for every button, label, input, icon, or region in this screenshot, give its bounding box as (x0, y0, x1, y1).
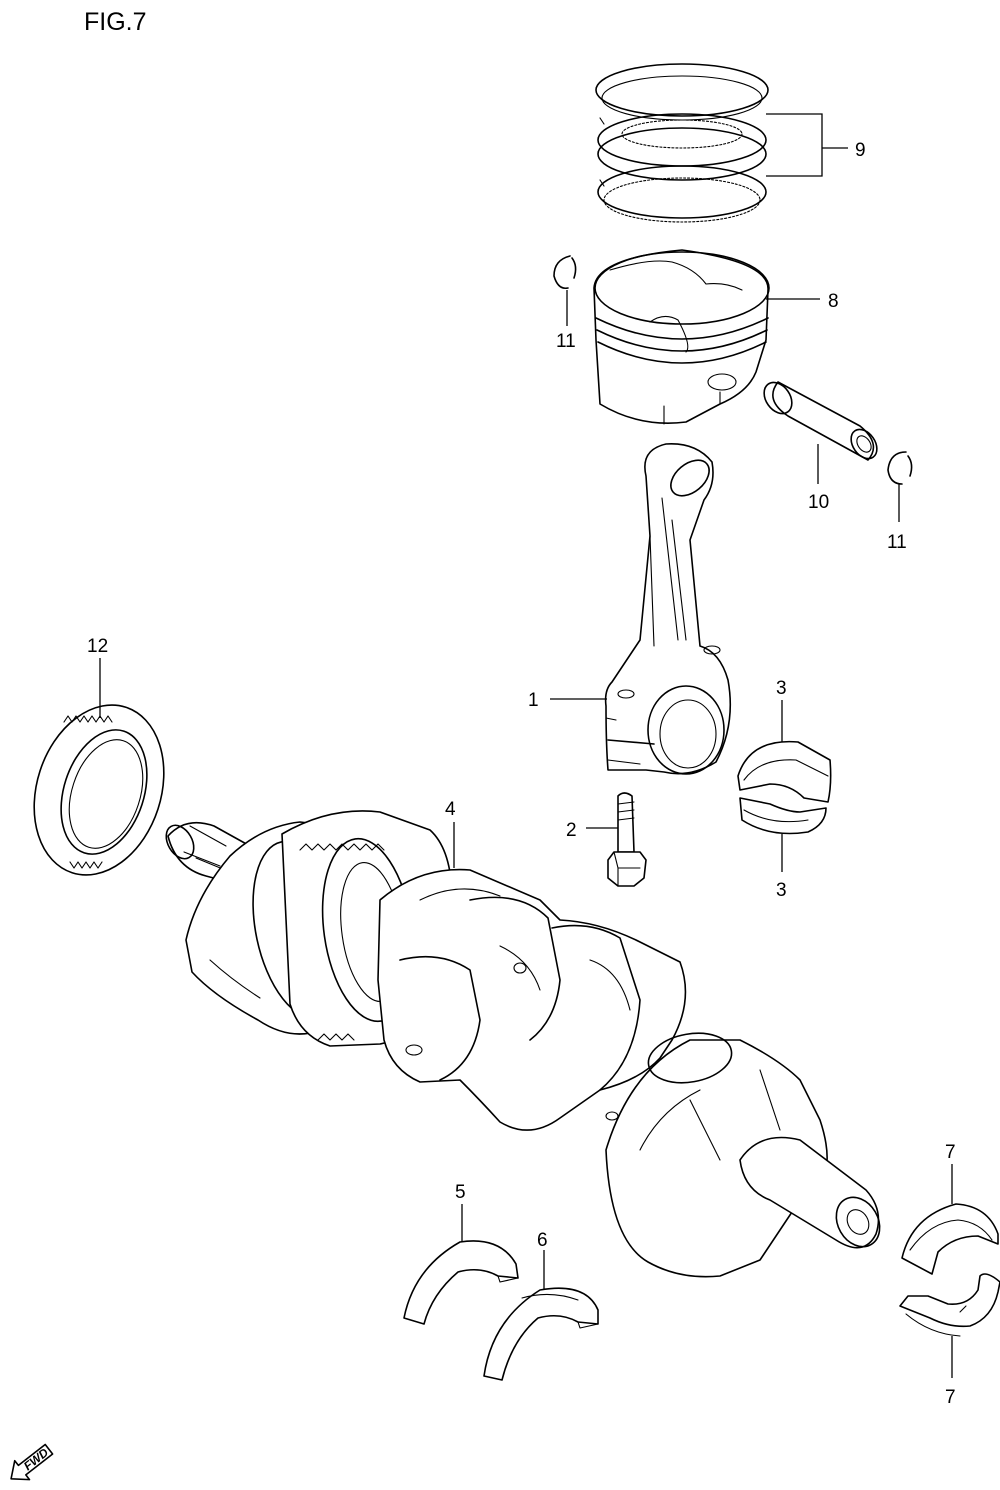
callout-4: 4 (445, 799, 456, 820)
callout-6: 6 (537, 1230, 548, 1251)
callout-5: 5 (455, 1182, 466, 1203)
piston-pin (763, 381, 878, 484)
callout-3-upper: 3 (776, 678, 787, 699)
crank-sensor-rotor (33, 658, 165, 876)
crankshaft-main-bearing (899, 1164, 1000, 1378)
callout-11-upper: 11 (556, 331, 576, 352)
callout-10: 10 (808, 492, 829, 513)
piston (593, 249, 770, 425)
connecting-rod-bolt (586, 792, 647, 887)
callout-9: 9 (855, 140, 866, 161)
callout-2: 2 (566, 820, 577, 841)
thrust-bearing-5 (403, 1204, 519, 1325)
piston-pin-circlip-upper (553, 255, 577, 326)
figure-title: FIG.7 (84, 8, 147, 36)
fwd-arrow-icon: FWD (10, 1443, 54, 1481)
crankpin-bearing (737, 700, 832, 872)
crankshaft (165, 810, 881, 1278)
connecting-rod (550, 443, 732, 775)
callout-3-lower: 3 (776, 880, 787, 901)
callout-9-leader (766, 113, 848, 177)
callout-12: 12 (87, 636, 108, 657)
callout-8: 8 (828, 291, 839, 312)
callout-1: 1 (528, 690, 539, 711)
piston-pin-circlip-lower (887, 451, 913, 522)
callout-11-lower: 11 (887, 532, 907, 553)
thrust-bearing-6 (483, 1250, 599, 1381)
callout-7-lower: 7 (945, 1387, 956, 1408)
piston-ring-set (595, 63, 769, 223)
callout-7-upper: 7 (945, 1142, 956, 1163)
